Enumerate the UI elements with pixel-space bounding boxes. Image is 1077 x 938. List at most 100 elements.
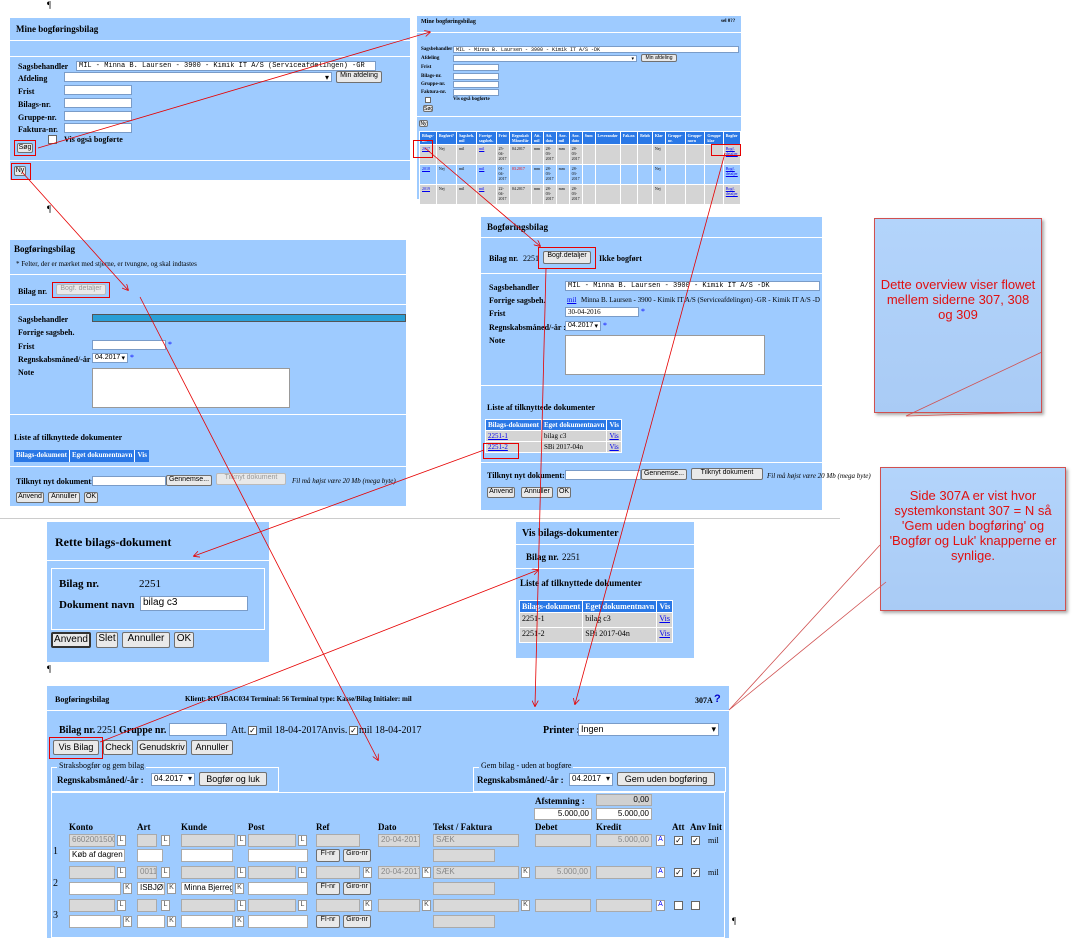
- annuller-button[interactable]: Annuller: [521, 487, 553, 498]
- ny-button[interactable]: Ny: [14, 166, 26, 176]
- kredit-field[interactable]: [596, 899, 652, 912]
- lookup-button[interactable]: L: [161, 900, 170, 911]
- faktura-nr-field[interactable]: [64, 123, 132, 133]
- att-checkbox[interactable]: ✓: [674, 868, 683, 877]
- kunde-field[interactable]: [181, 866, 235, 879]
- ref-field[interactable]: [316, 834, 360, 847]
- bogf-detaljer-link[interactable]: Bogf. detaljer: [725, 166, 738, 176]
- konto-button[interactable]: K: [235, 916, 244, 927]
- gennemse-button[interactable]: Gennemse...: [641, 469, 687, 480]
- frist-field[interactable]: 30-04-2016: [565, 307, 639, 317]
- post-field[interactable]: [248, 834, 296, 847]
- konto-field[interactable]: [69, 866, 115, 879]
- vis-link[interactable]: Vis: [609, 432, 619, 440]
- konto-button[interactable]: K: [422, 900, 431, 911]
- tekst-field[interactable]: SÆK: [433, 834, 519, 847]
- post-field[interactable]: [248, 899, 296, 912]
- fi-nr-button[interactable]: FI-nr: [316, 915, 340, 928]
- a-button[interactable]: A: [656, 835, 665, 846]
- att-checkbox[interactable]: ✓: [248, 726, 257, 735]
- afdeling-select[interactable]: [64, 72, 332, 82]
- vis-link[interactable]: Vis: [659, 614, 670, 623]
- bogf-detaljer-button[interactable]: Bogf.detaljer: [543, 251, 591, 264]
- lookup-button[interactable]: L: [117, 867, 126, 878]
- att-checkbox[interactable]: ✓: [674, 836, 683, 845]
- gennemse-button[interactable]: Gennemse...: [166, 475, 212, 486]
- frist-field[interactable]: [64, 85, 132, 95]
- bilags-nr-field[interactable]: [64, 98, 132, 108]
- faktura-nr-field[interactable]: [453, 89, 499, 96]
- bilag-link[interactable]: 2018: [422, 166, 430, 171]
- konto-field[interactable]: 6602001500: [69, 834, 115, 847]
- sagsbeh-link[interactable]: mil: [479, 146, 485, 151]
- tilknyt-dokument-button[interactable]: Tilknyt dokument: [216, 473, 286, 485]
- kunde-field[interactable]: [181, 899, 235, 912]
- sagsbehandler-field[interactable]: MIL - Minna B. Laursen - 3900 - Kimik IT…: [453, 46, 739, 53]
- lookup-button[interactable]: L: [237, 867, 246, 878]
- gruppe-nr-field[interactable]: [169, 723, 227, 736]
- lookup-button[interactable]: L: [161, 867, 170, 878]
- min-afdeling-button[interactable]: Min afdeling: [336, 71, 382, 83]
- doc-link[interactable]: 2251-2: [488, 443, 508, 451]
- konto-button[interactable]: K: [167, 883, 176, 894]
- gruppe-nr-field[interactable]: [64, 111, 132, 121]
- a-button[interactable]: A: [656, 867, 665, 878]
- ref-field[interactable]: [316, 899, 360, 912]
- lookup-button[interactable]: L: [161, 835, 170, 846]
- lookup-button[interactable]: L: [298, 867, 307, 878]
- faktura-field[interactable]: [433, 882, 495, 895]
- faktura-field[interactable]: [433, 915, 495, 928]
- att-checkbox[interactable]: [674, 901, 683, 910]
- sog-button[interactable]: Søg: [17, 143, 33, 153]
- ref-field[interactable]: [316, 866, 360, 879]
- help-icon[interactable]: ?: [714, 693, 721, 705]
- a-button[interactable]: A: [656, 900, 665, 911]
- lookup-button[interactable]: L: [117, 900, 126, 911]
- genudskriv-button[interactable]: Genudskriv: [137, 740, 187, 755]
- lookup-button[interactable]: L: [298, 835, 307, 846]
- vis-bogforte-checkbox[interactable]: [425, 97, 431, 103]
- fi-nr-button[interactable]: FI-nr: [316, 849, 340, 862]
- sagsbehandler-field[interactable]: MIL - Minna B. Laursen - 3900 - Kimik IT…: [565, 281, 820, 291]
- bogfor-og-luk-button[interactable]: Bogfør og luk: [199, 772, 267, 786]
- konto-button[interactable]: K: [123, 916, 132, 927]
- debet-field[interactable]: [535, 834, 591, 847]
- debet-field[interactable]: [535, 899, 591, 912]
- konto-button[interactable]: K: [521, 867, 530, 878]
- dato-field[interactable]: 20-04-2017: [378, 866, 420, 879]
- gem-uden-bogforing-button[interactable]: Gem uden bogføring: [617, 772, 715, 786]
- afdeling-select[interactable]: [453, 55, 637, 62]
- doc-link[interactable]: 2251-1: [488, 432, 508, 440]
- konto-button[interactable]: K: [167, 916, 176, 927]
- kredit-field[interactable]: 5.000,00: [596, 834, 652, 847]
- forrige-sagsbeh-link[interactable]: mil: [567, 296, 577, 304]
- sagsbeh-link[interactable]: mil: [479, 166, 485, 171]
- giro-nr-button[interactable]: Giro-nr: [343, 915, 371, 928]
- bogf-detaljer-button[interactable]: Bogf. detaljer: [56, 284, 106, 295]
- file-path-field[interactable]: [92, 476, 166, 486]
- slet-button[interactable]: Slet: [96, 632, 118, 648]
- bogf-detaljer-link[interactable]: Bogf. detaljer: [725, 186, 738, 196]
- check-button[interactable]: Check: [103, 740, 133, 755]
- dato-field[interactable]: [378, 899, 420, 912]
- post-field[interactable]: [248, 866, 296, 879]
- tekst-field[interactable]: SÆK: [433, 866, 519, 879]
- bogf-detaljer-link[interactable]: Bogf. detaljer: [725, 146, 738, 156]
- vis-link[interactable]: Vis: [609, 443, 619, 451]
- anvend-button[interactable]: Anvend: [487, 487, 515, 498]
- konto-button[interactable]: K: [123, 883, 132, 894]
- frist-field[interactable]: [453, 64, 499, 71]
- art-field[interactable]: [137, 899, 157, 912]
- dato-field[interactable]: 20-04-2017: [378, 834, 420, 847]
- vis-bilag-button[interactable]: Vis Bilag: [53, 740, 99, 755]
- anv-checkbox[interactable]: ✓: [691, 868, 700, 877]
- ok-button[interactable]: OK: [84, 492, 98, 503]
- konto-button[interactable]: K: [235, 883, 244, 894]
- konto-button[interactable]: K: [363, 900, 372, 911]
- lookup-button[interactable]: L: [237, 900, 246, 911]
- annuller-button[interactable]: Annuller: [191, 740, 233, 755]
- sagsbehandler-field[interactable]: MIL - Minna B. Laursen - 3900 - Kimik IT…: [76, 61, 376, 71]
- regnskab-select[interactable]: 04.2017: [92, 353, 128, 363]
- giro-nr-button[interactable]: Giro-nr: [343, 882, 371, 895]
- dokument-navn-field[interactable]: bilag c3: [140, 596, 248, 611]
